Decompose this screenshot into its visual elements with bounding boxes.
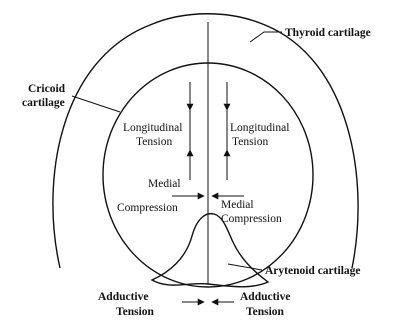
cricoid-label-line2: cartilage: [22, 97, 65, 109]
long-left-label-line2: Tension: [136, 136, 172, 148]
thyroid-label: Thyroid cartilage: [285, 27, 371, 39]
medial-right-label-line1: Medial: [221, 199, 254, 211]
medial-right-label-line2: Compression: [221, 213, 282, 225]
medial-left-label-line1: Medial: [148, 178, 181, 190]
adductive-left-label-line2: Tension: [116, 306, 155, 318]
adductive-left-label-line1: Adductive: [98, 291, 148, 303]
thyroid-leader-line: [250, 32, 282, 42]
thyroid-cartilage-outline: [53, 14, 358, 268]
long-right-label-line2: Tension: [232, 136, 268, 148]
cricoid-label-line1: Cricoid: [28, 83, 66, 95]
cricoid-leader-line: [72, 96, 120, 112]
arytenoid-leader-line: [228, 264, 262, 270]
medial-left-label-line2: Compression: [117, 202, 178, 214]
long-left-label-line1: Longitudinal: [123, 122, 182, 134]
long-right-label-line1: Longitudinal: [230, 122, 289, 134]
adductive-right-label-line1: Adductive: [240, 291, 290, 303]
arytenoid-label: Arytenoid cartilage: [265, 265, 361, 277]
adductive-right-label-line2: Tension: [246, 306, 285, 318]
